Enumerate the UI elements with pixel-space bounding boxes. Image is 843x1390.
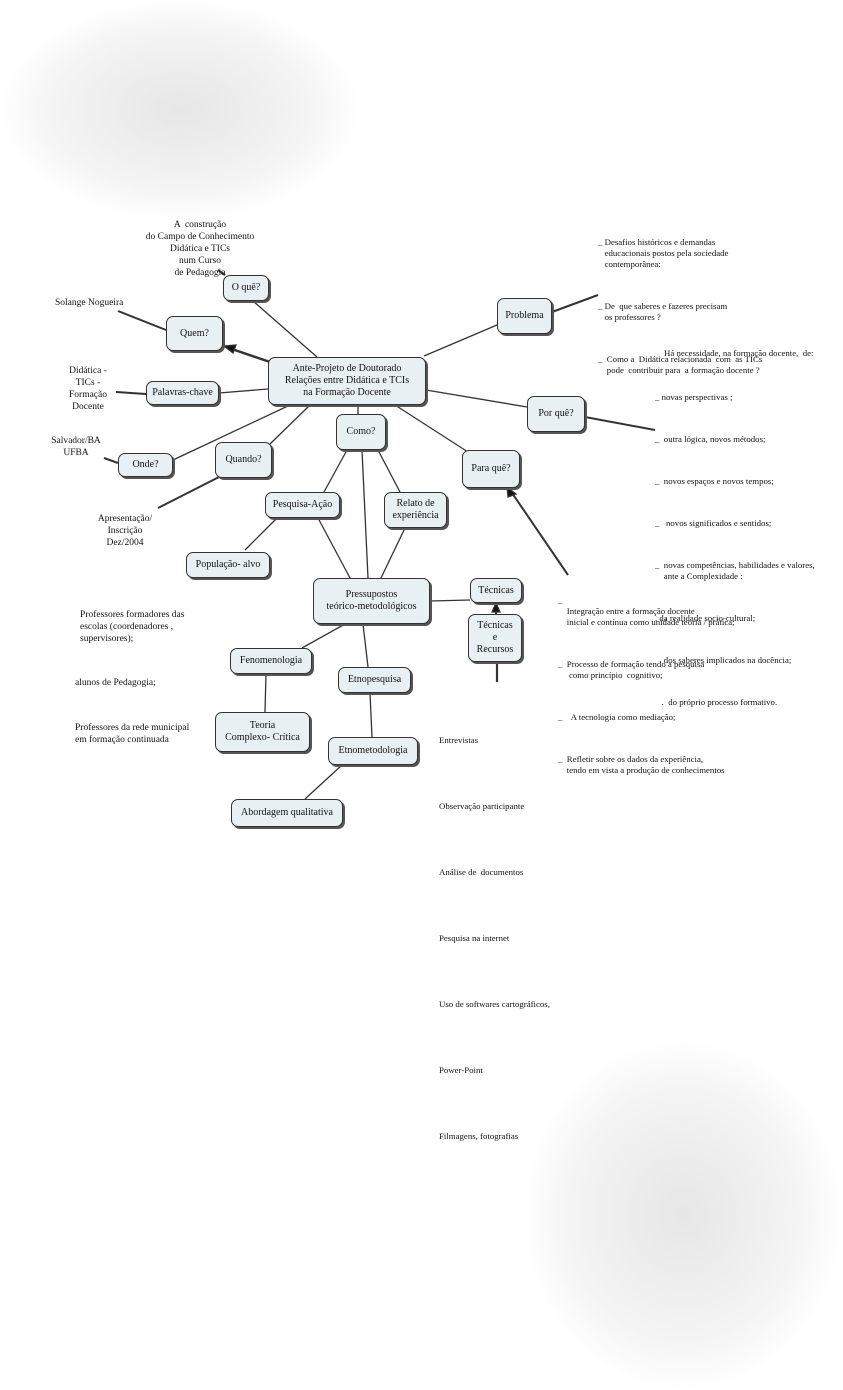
- edge-center-onde: [172, 404, 291, 461]
- por-que-title: Há necessidade, na formação docente, de:: [664, 348, 814, 358]
- node-abordagem-qualitativa[interactable]: Abordagem qualitativa: [231, 799, 343, 827]
- por-que-item: _ novas perspectivas ;: [655, 391, 733, 402]
- node-tecnicas[interactable]: Técnicas: [470, 578, 522, 603]
- para-que-item: _ Refletir sobre os dados da experiência…: [558, 753, 725, 775]
- tecnica-item: Filmagens, fotografias: [439, 1131, 519, 1141]
- list-tecnicas: Entrevistas Observação participante Anál…: [439, 685, 550, 1169]
- node-o-que[interactable]: O quê?: [223, 275, 269, 301]
- edge-porque-label: [584, 416, 656, 431]
- tecnica-item: Power-Point: [439, 1065, 483, 1075]
- por-que-item: _ novas competências, habilidades e valo…: [655, 559, 815, 581]
- node-tecnicas-recursos[interactable]: Técnicas e Recursos: [468, 614, 522, 662]
- edge-onde-label: [103, 457, 119, 464]
- por-que-item: _ outra lógica, novos métodos;: [655, 433, 766, 444]
- node-etnopesquisa[interactable]: Etnopesquisa: [338, 667, 411, 693]
- node-para-que[interactable]: Para quê?: [462, 450, 520, 488]
- label-o-que: A construção do Campo de Conhecimento Di…: [145, 220, 255, 278]
- node-pressupostos[interactable]: Pressupostos teórico-metodológicos: [313, 578, 430, 624]
- edge-problema-label: [551, 293, 599, 314]
- edge-como-relato: [377, 449, 401, 493]
- node-fenomenologia[interactable]: Fenomenologia: [230, 648, 312, 674]
- edge-paraque-label: [509, 489, 569, 576]
- edge-etnopesquisa-etnometodologia: [369, 692, 373, 738]
- node-relato-experiencia[interactable]: Relato de experiência: [384, 492, 447, 528]
- edge-pesquisa-populacao: [244, 517, 278, 551]
- edge-oque-label: [217, 269, 226, 276]
- edge-quem-label: [117, 310, 167, 331]
- list-populacao: Professores formadores das escolas (coor…: [75, 586, 189, 767]
- edge-pressupostos-etnopesquisa: [362, 623, 369, 668]
- edge-pesquisa-pressupostos: [317, 517, 351, 579]
- para-que-item: _ Integração entre a formação docente in…: [558, 594, 735, 627]
- edge-pressupostos-fenomenologia: [301, 623, 346, 649]
- problema-item: _ Desafios históricos e demandas educaci…: [598, 236, 729, 269]
- tecnica-item: Análise de documentos: [439, 867, 524, 877]
- para-que-item: _ A tecnologia como mediação;: [558, 711, 676, 722]
- edge-palavras-label: [115, 391, 147, 395]
- edge-pressupostos-tecnicas: [429, 599, 471, 602]
- node-etnometodologia[interactable]: Etnometodologia: [328, 737, 418, 765]
- label-onde: Salvador/BA UFBA: [51, 436, 101, 458]
- edge-center-palavras: [218, 388, 269, 394]
- arrow-tecnicas: [490, 601, 502, 613]
- problema-item: _ De que saberes e fazeres precisam os p…: [598, 300, 728, 322]
- problema-item: _ Como a Didática relacionada com as TIC…: [598, 353, 763, 375]
- tecnica-item: Entrevistas: [439, 735, 479, 745]
- node-quando[interactable]: Quando?: [215, 442, 272, 478]
- node-teoria-complexo-critica[interactable]: Teoria Complexo- Crítica: [215, 712, 310, 752]
- edge-como-pressupostos: [361, 449, 369, 579]
- edge-center-porque: [425, 389, 528, 408]
- map-watermark-bottom-right: [523, 1040, 843, 1390]
- label-palavras: Didática - TICs - Formação Docente: [69, 366, 107, 412]
- tecnica-item: Pesquisa na internet: [439, 933, 510, 943]
- edge-center-paraque: [394, 404, 469, 453]
- list-problema: _ Desafios históricos e demandas educaci…: [598, 215, 762, 396]
- node-por-que[interactable]: Por quê?: [527, 396, 585, 432]
- edge-fenomenologia-teoria: [264, 673, 267, 713]
- edge-como-pesquisa: [323, 449, 348, 493]
- edge-quando-label: [157, 476, 220, 509]
- label-quem: Solange Nogueira: [55, 298, 124, 308]
- por-que-item: _ novos espaços e novos tempos;: [655, 475, 774, 486]
- center-node-ante-projeto[interactable]: Ante-Projeto de Doutorado Relações entre…: [268, 357, 426, 405]
- node-palavras-chave[interactable]: Palavras-chave: [146, 381, 219, 405]
- node-quem[interactable]: Quem?: [166, 316, 223, 351]
- populacao-item: Professores da rede municipal em formaçã…: [75, 722, 190, 745]
- edge-relato-pressupostos: [380, 527, 406, 579]
- para-que-item: _ Processo de formação tendo a pesquisa …: [558, 658, 705, 680]
- label-quando: Apresentação/ Inscrição Dez/2004: [97, 514, 153, 548]
- map-watermark-top-left: [0, 0, 360, 220]
- edge-etnometodologia-abordagem: [304, 764, 343, 800]
- tecnica-item: Observação participante: [439, 801, 525, 811]
- tecnica-item: Uso de softwares cartográficos,: [439, 999, 550, 1009]
- node-populacao-alvo[interactable]: População- alvo: [186, 552, 270, 578]
- node-onde[interactable]: Onde?: [118, 453, 173, 477]
- list-para-que: _ Integração entre a formação docente in…: [558, 573, 735, 796]
- por-que-item: . dos saberes implicados na docência;: [655, 654, 792, 665]
- populacao-item: alunos de Pedagogia;: [75, 678, 156, 689]
- node-problema[interactable]: Problema: [497, 298, 552, 334]
- edge-center-quando: [269, 404, 311, 445]
- por-que-item: _ novos significados e sentidos;: [655, 517, 772, 528]
- node-como[interactable]: Como?: [336, 414, 386, 450]
- edge-center-problema: [423, 324, 498, 357]
- edge-center-oque: [252, 300, 318, 358]
- arrow-quem: [222, 344, 237, 355]
- por-que-item: . da realidade socio-cultural;: [655, 612, 756, 623]
- list-por-que: _ novas perspectivas ; _ outra lógica, n…: [655, 370, 815, 728]
- node-pesquisa-acao[interactable]: Pesquisa-Ação: [265, 492, 340, 518]
- populacao-item: Professores formadores das escolas (coor…: [80, 609, 185, 644]
- arrow-paraque: [506, 485, 518, 498]
- por-que-item: . do próprio processo formativo.: [655, 696, 778, 707]
